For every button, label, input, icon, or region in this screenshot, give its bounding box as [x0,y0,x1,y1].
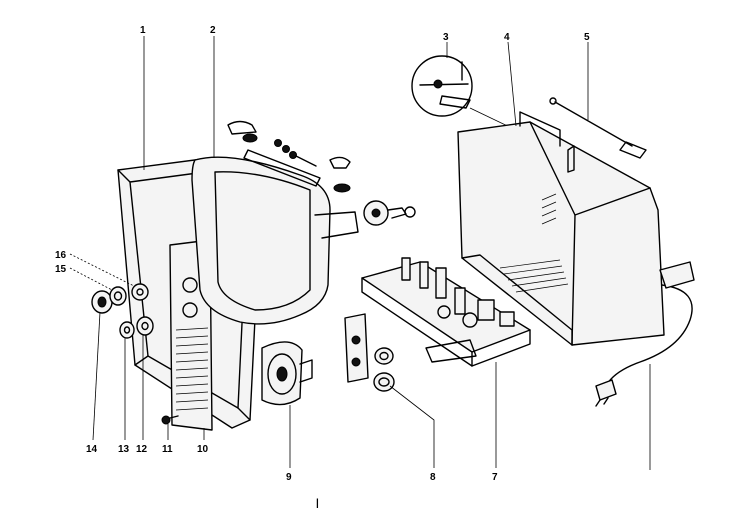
screw-11 [161,415,179,425]
leader-lines [69,36,651,470]
back-cabinet [457,111,665,346]
leader-14 [92,311,101,441]
footer-mark: | [316,498,319,509]
speaker [261,341,313,406]
deflection-yoke [363,200,416,226]
knob-12 [136,316,154,336]
callout-13: 13 [118,444,130,455]
leader-16 [69,253,135,287]
callout-4: 4 [504,32,510,43]
callout-2: 2 [210,25,216,36]
power-cord [595,261,695,407]
callout-5: 5 [584,32,590,43]
knob-14 [91,290,113,314]
callout-9: 9 [286,472,292,483]
chassis-components [401,257,515,328]
vent-slots [499,193,569,293]
tube-hardware [227,120,416,226]
knob-16 [131,283,149,301]
callout-labels: 1 2 3 4 5 7 8 9 10 11 12 13 14 15 16 | [55,25,590,509]
callout-8: 8 [430,472,436,483]
callout-16: 16 [55,250,67,261]
callout-14: 14 [86,444,98,455]
knob-15 [109,286,127,306]
grille-slots [175,327,209,411]
picture-tube [191,156,359,325]
callout-3: 3 [443,32,449,43]
control-knobs [91,283,179,425]
callout-11: 11 [162,444,173,455]
handle-rod [549,97,647,173]
antenna-mount-detail [411,55,521,133]
knob-13 [119,321,135,339]
callout-10: 10 [197,444,209,455]
callout-7: 7 [492,472,498,483]
callout-1: 1 [140,25,146,36]
leader-8 [389,385,435,468]
tuner-bracket [344,313,395,392]
chassis-board [361,257,531,367]
callout-15: 15 [55,264,67,275]
leader-15 [69,267,113,291]
leader-4 [507,41,517,127]
callout-12: 12 [136,444,148,455]
